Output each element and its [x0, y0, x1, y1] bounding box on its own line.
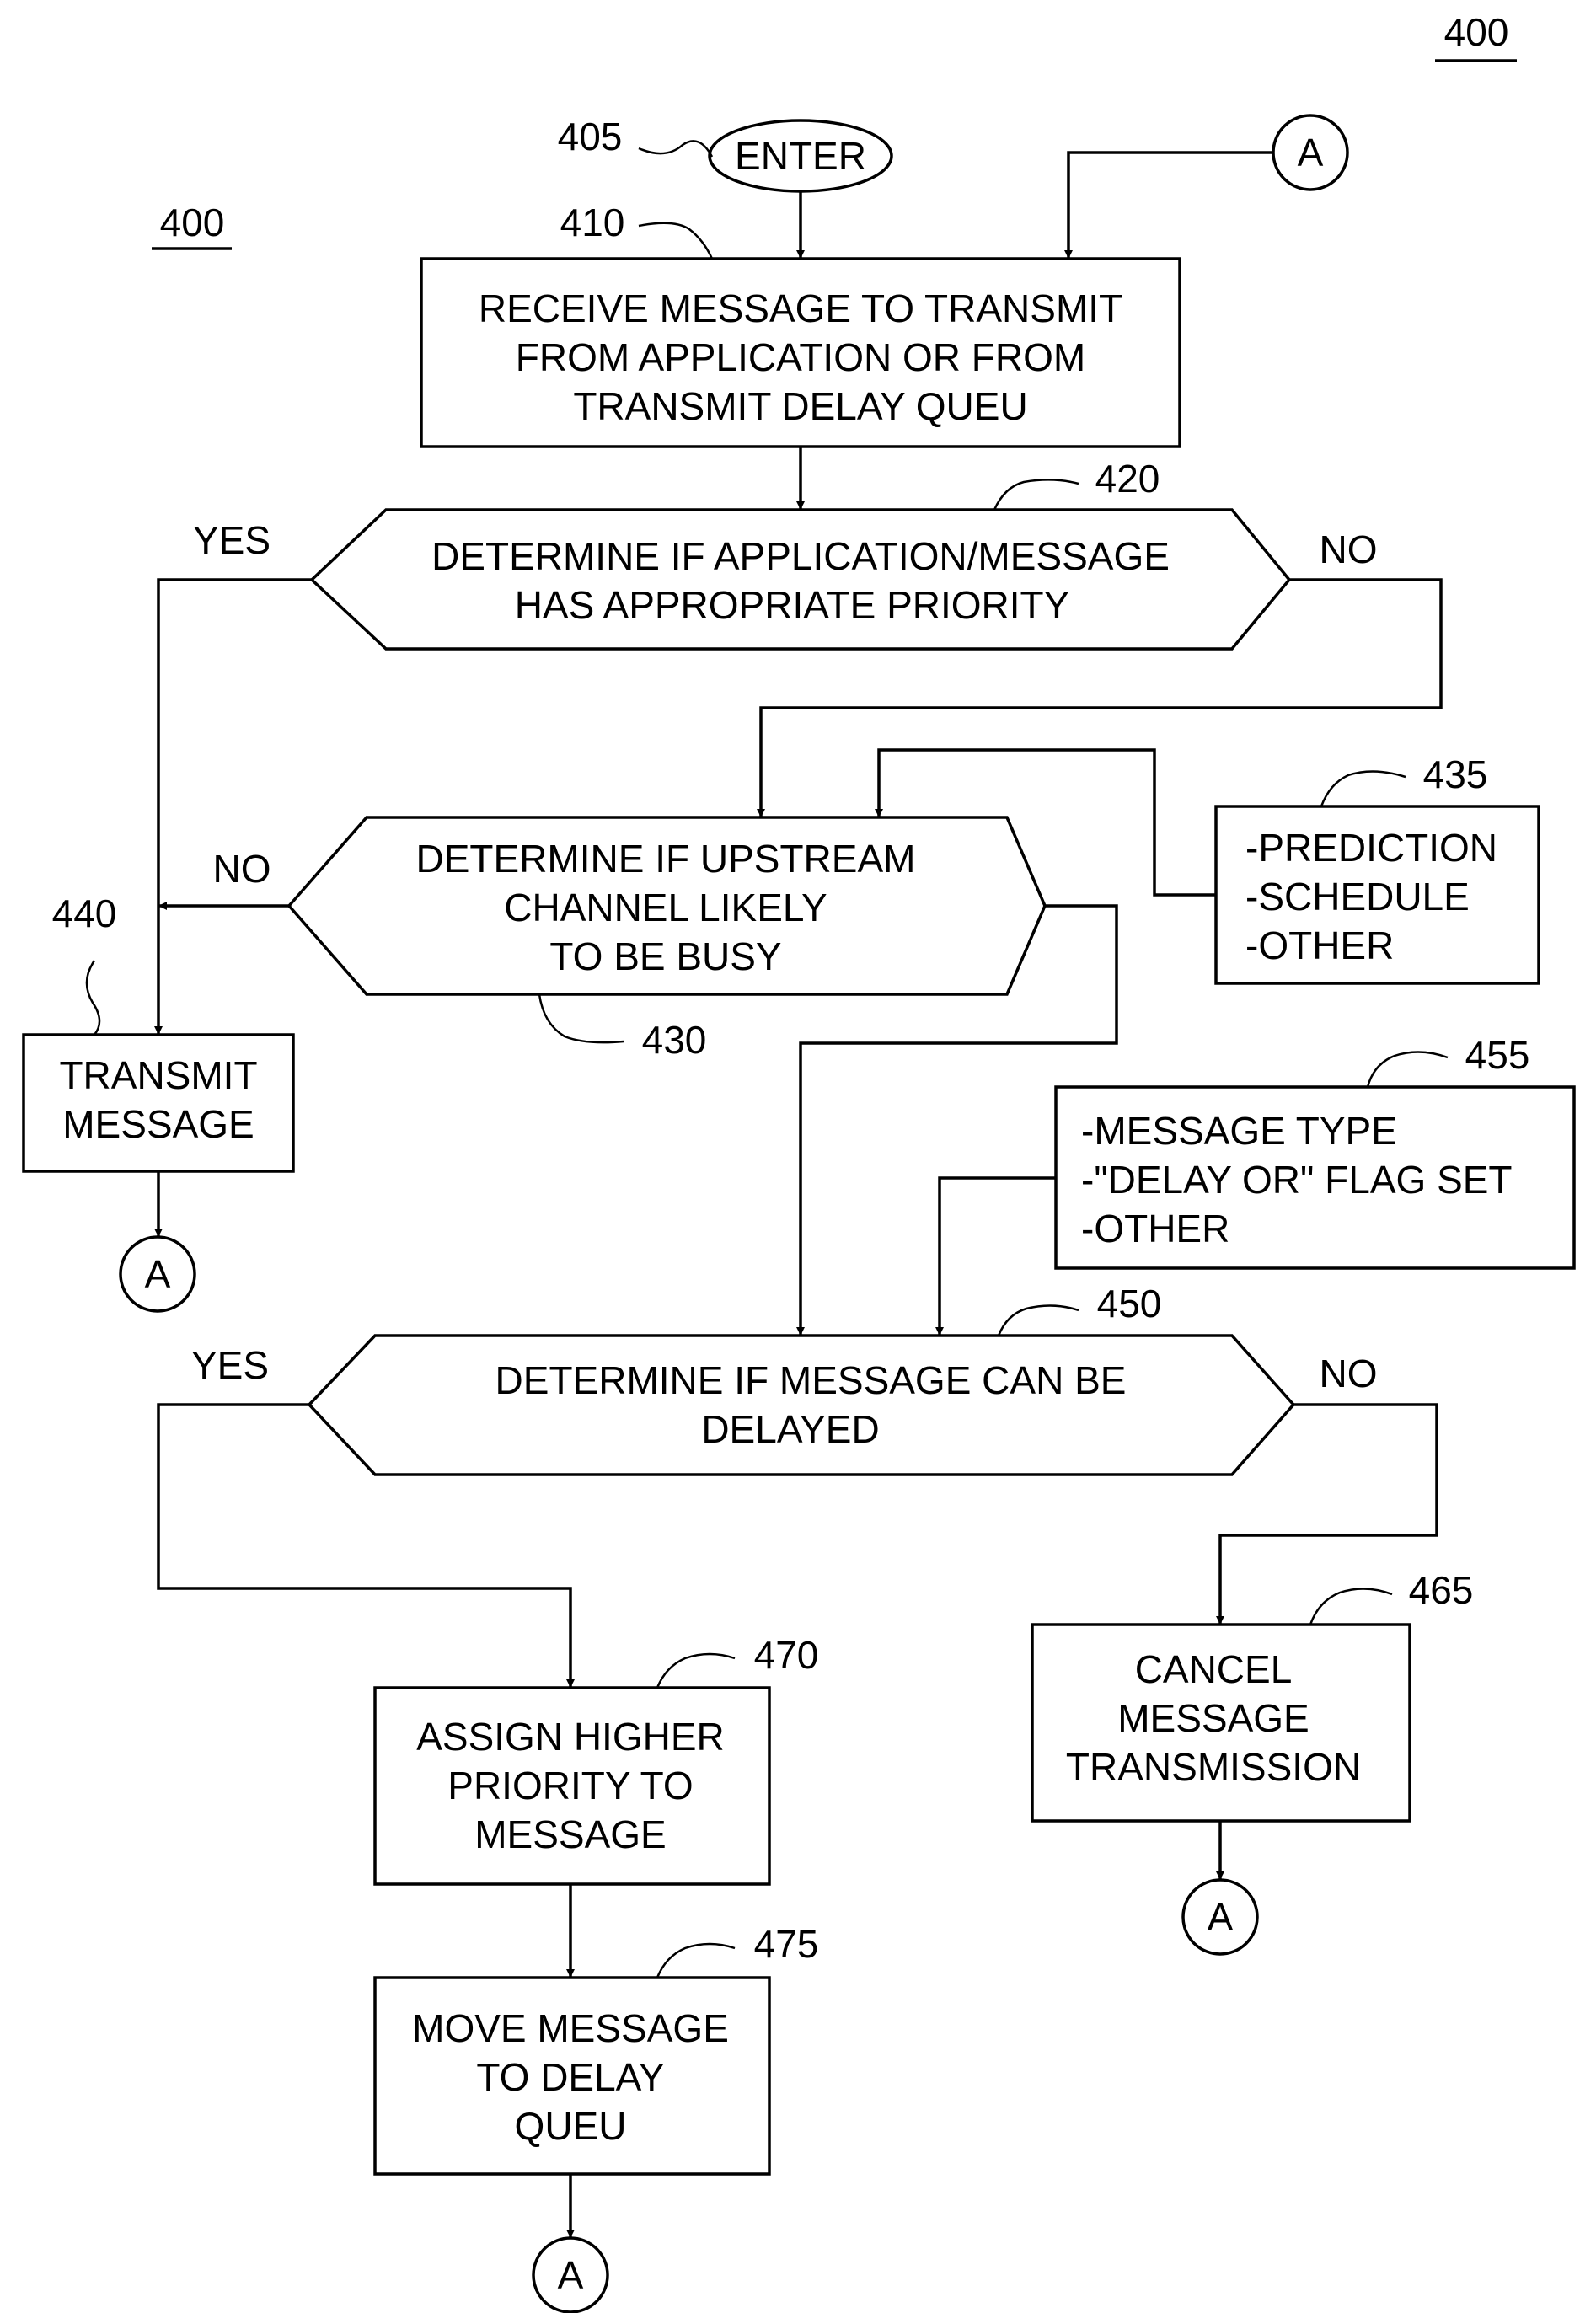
svg-text:430: 430 [642, 1018, 707, 1062]
svg-text:420: 420 [1095, 457, 1160, 501]
svg-text:DETERMINE IF APPLICATION/MESSA: DETERMINE IF APPLICATION/MESSAGE [431, 534, 1170, 578]
svg-text:-PREDICTION: -PREDICTION [1245, 826, 1497, 870]
can-delay-decision: DETERMINE IF MESSAGE CAN BE DELAYED [309, 1336, 1293, 1475]
connector-a-top: A [1273, 115, 1347, 190]
svg-text:465: 465 [1409, 1568, 1474, 1612]
ref-410: 410 [560, 201, 712, 259]
move-to-queue-box: MOVE MESSAGE TO DELAY QUEU [375, 1978, 769, 2174]
factors-box-435: -PREDICTION -SCHEDULE -OTHER [1216, 806, 1539, 983]
svg-text:ASSIGN HIGHER: ASSIGN HIGHER [416, 1715, 725, 1759]
transmit-message-box: TRANSMIT MESSAGE [24, 1035, 293, 1171]
ref-450: 450 [999, 1282, 1161, 1336]
assign-priority-box: ASSIGN HIGHER PRIORITY TO MESSAGE [375, 1688, 769, 1884]
priority-decision: DETERMINE IF APPLICATION/MESSAGE HAS APP… [312, 510, 1289, 649]
svg-text:RECEIVE MESSAGE TO TRANSMIT: RECEIVE MESSAGE TO TRANSMIT [479, 286, 1122, 330]
svg-text:PRIORITY TO: PRIORITY TO [447, 1764, 693, 1807]
svg-text:-MESSAGE TYPE: -MESSAGE TYPE [1081, 1109, 1397, 1153]
svg-text:DETERMINE IF MESSAGE CAN BE: DETERMINE IF MESSAGE CAN BE [495, 1358, 1127, 1402]
svg-text:A: A [1208, 1895, 1234, 1939]
svg-text:405: 405 [558, 115, 623, 158]
svg-text:450: 450 [1097, 1282, 1162, 1325]
svg-text:FROM APPLICATION OR FROM: FROM APPLICATION OR FROM [516, 335, 1085, 379]
connector-a-bottom: A [533, 2238, 608, 2312]
svg-text:A: A [1298, 131, 1324, 174]
ref-440: 440 [52, 891, 117, 1035]
can-delay-yes-label: YES [191, 1343, 269, 1387]
svg-text:475: 475 [754, 1922, 819, 1966]
svg-text:TRANSMIT: TRANSMIT [59, 1053, 257, 1097]
svg-text:TRANSMISSION: TRANSMISSION [1066, 1745, 1361, 1789]
priority-yes-label: YES [193, 518, 270, 562]
upstream-no-label: NO [213, 847, 271, 891]
cancel-transmission-box: CANCEL MESSAGE TRANSMISSION [1032, 1625, 1410, 1821]
figure-number-side-text: 400 [160, 201, 225, 244]
enter-terminal: ENTER [710, 120, 892, 191]
svg-text:-SCHEDULE: -SCHEDULE [1245, 875, 1470, 918]
svg-text:QUEU: QUEU [515, 2104, 627, 2148]
svg-text:CANCEL: CANCEL [1135, 1647, 1293, 1691]
ref-465: 465 [1310, 1568, 1473, 1625]
factors-box-455: -MESSAGE TYPE -"DELAY OR" FLAG SET -OTHE… [1056, 1087, 1574, 1268]
svg-text:TO BE BUSY: TO BE BUSY [549, 934, 781, 978]
svg-text:A: A [558, 2253, 584, 2297]
enter-label: ENTER [735, 134, 866, 178]
ref-435: 435 [1321, 752, 1487, 806]
svg-text:TO DELAY: TO DELAY [476, 2055, 664, 2099]
ref-455: 455 [1368, 1033, 1529, 1087]
ref-405: 405 [558, 115, 712, 158]
ref-430: 430 [539, 994, 706, 1062]
can-delay-no-label: NO [1320, 1352, 1378, 1395]
connector-a-left: A [121, 1237, 195, 1311]
ref-475: 475 [657, 1922, 818, 1978]
svg-text:MOVE MESSAGE: MOVE MESSAGE [412, 2006, 729, 2050]
svg-text:-OTHER: -OTHER [1081, 1207, 1229, 1250]
svg-text:A: A [145, 1252, 171, 1296]
svg-text:MESSAGE: MESSAGE [474, 1812, 667, 1856]
ref-420: 420 [994, 457, 1160, 510]
svg-text:DETERMINE IF UPSTREAM: DETERMINE IF UPSTREAM [416, 837, 916, 881]
figure-number-text: 400 [1444, 10, 1509, 54]
priority-no-label: NO [1320, 527, 1378, 571]
svg-text:CHANNEL LIKELY: CHANNEL LIKELY [504, 886, 827, 929]
connector-a-right: A [1183, 1880, 1257, 1954]
svg-text:MESSAGE: MESSAGE [62, 1102, 254, 1146]
svg-text:435: 435 [1423, 752, 1488, 796]
svg-text:TRANSMIT DELAY QUEU: TRANSMIT DELAY QUEU [573, 384, 1027, 428]
ref-470: 470 [657, 1633, 818, 1688]
receive-message-box: RECEIVE MESSAGE TO TRANSMIT FROM APPLICA… [421, 259, 1180, 447]
svg-text:-"DELAY OR" FLAG SET: -"DELAY OR" FLAG SET [1081, 1158, 1513, 1202]
svg-text:410: 410 [560, 201, 625, 244]
svg-text:470: 470 [754, 1633, 819, 1677]
svg-text:440: 440 [52, 891, 117, 935]
svg-text:MESSAGE: MESSAGE [1117, 1696, 1309, 1740]
svg-text:HAS APPROPRIATE PRIORITY: HAS APPROPRIATE PRIORITY [515, 583, 1070, 627]
svg-text:DELAYED: DELAYED [701, 1407, 879, 1451]
figure-number-top: 400 [1435, 10, 1517, 61]
figure-number-side: 400 [152, 201, 232, 249]
upstream-decision: DETERMINE IF UPSTREAM CHANNEL LIKELY TO … [289, 817, 1045, 994]
svg-text:-OTHER: -OTHER [1245, 924, 1394, 967]
svg-text:455: 455 [1465, 1033, 1530, 1077]
